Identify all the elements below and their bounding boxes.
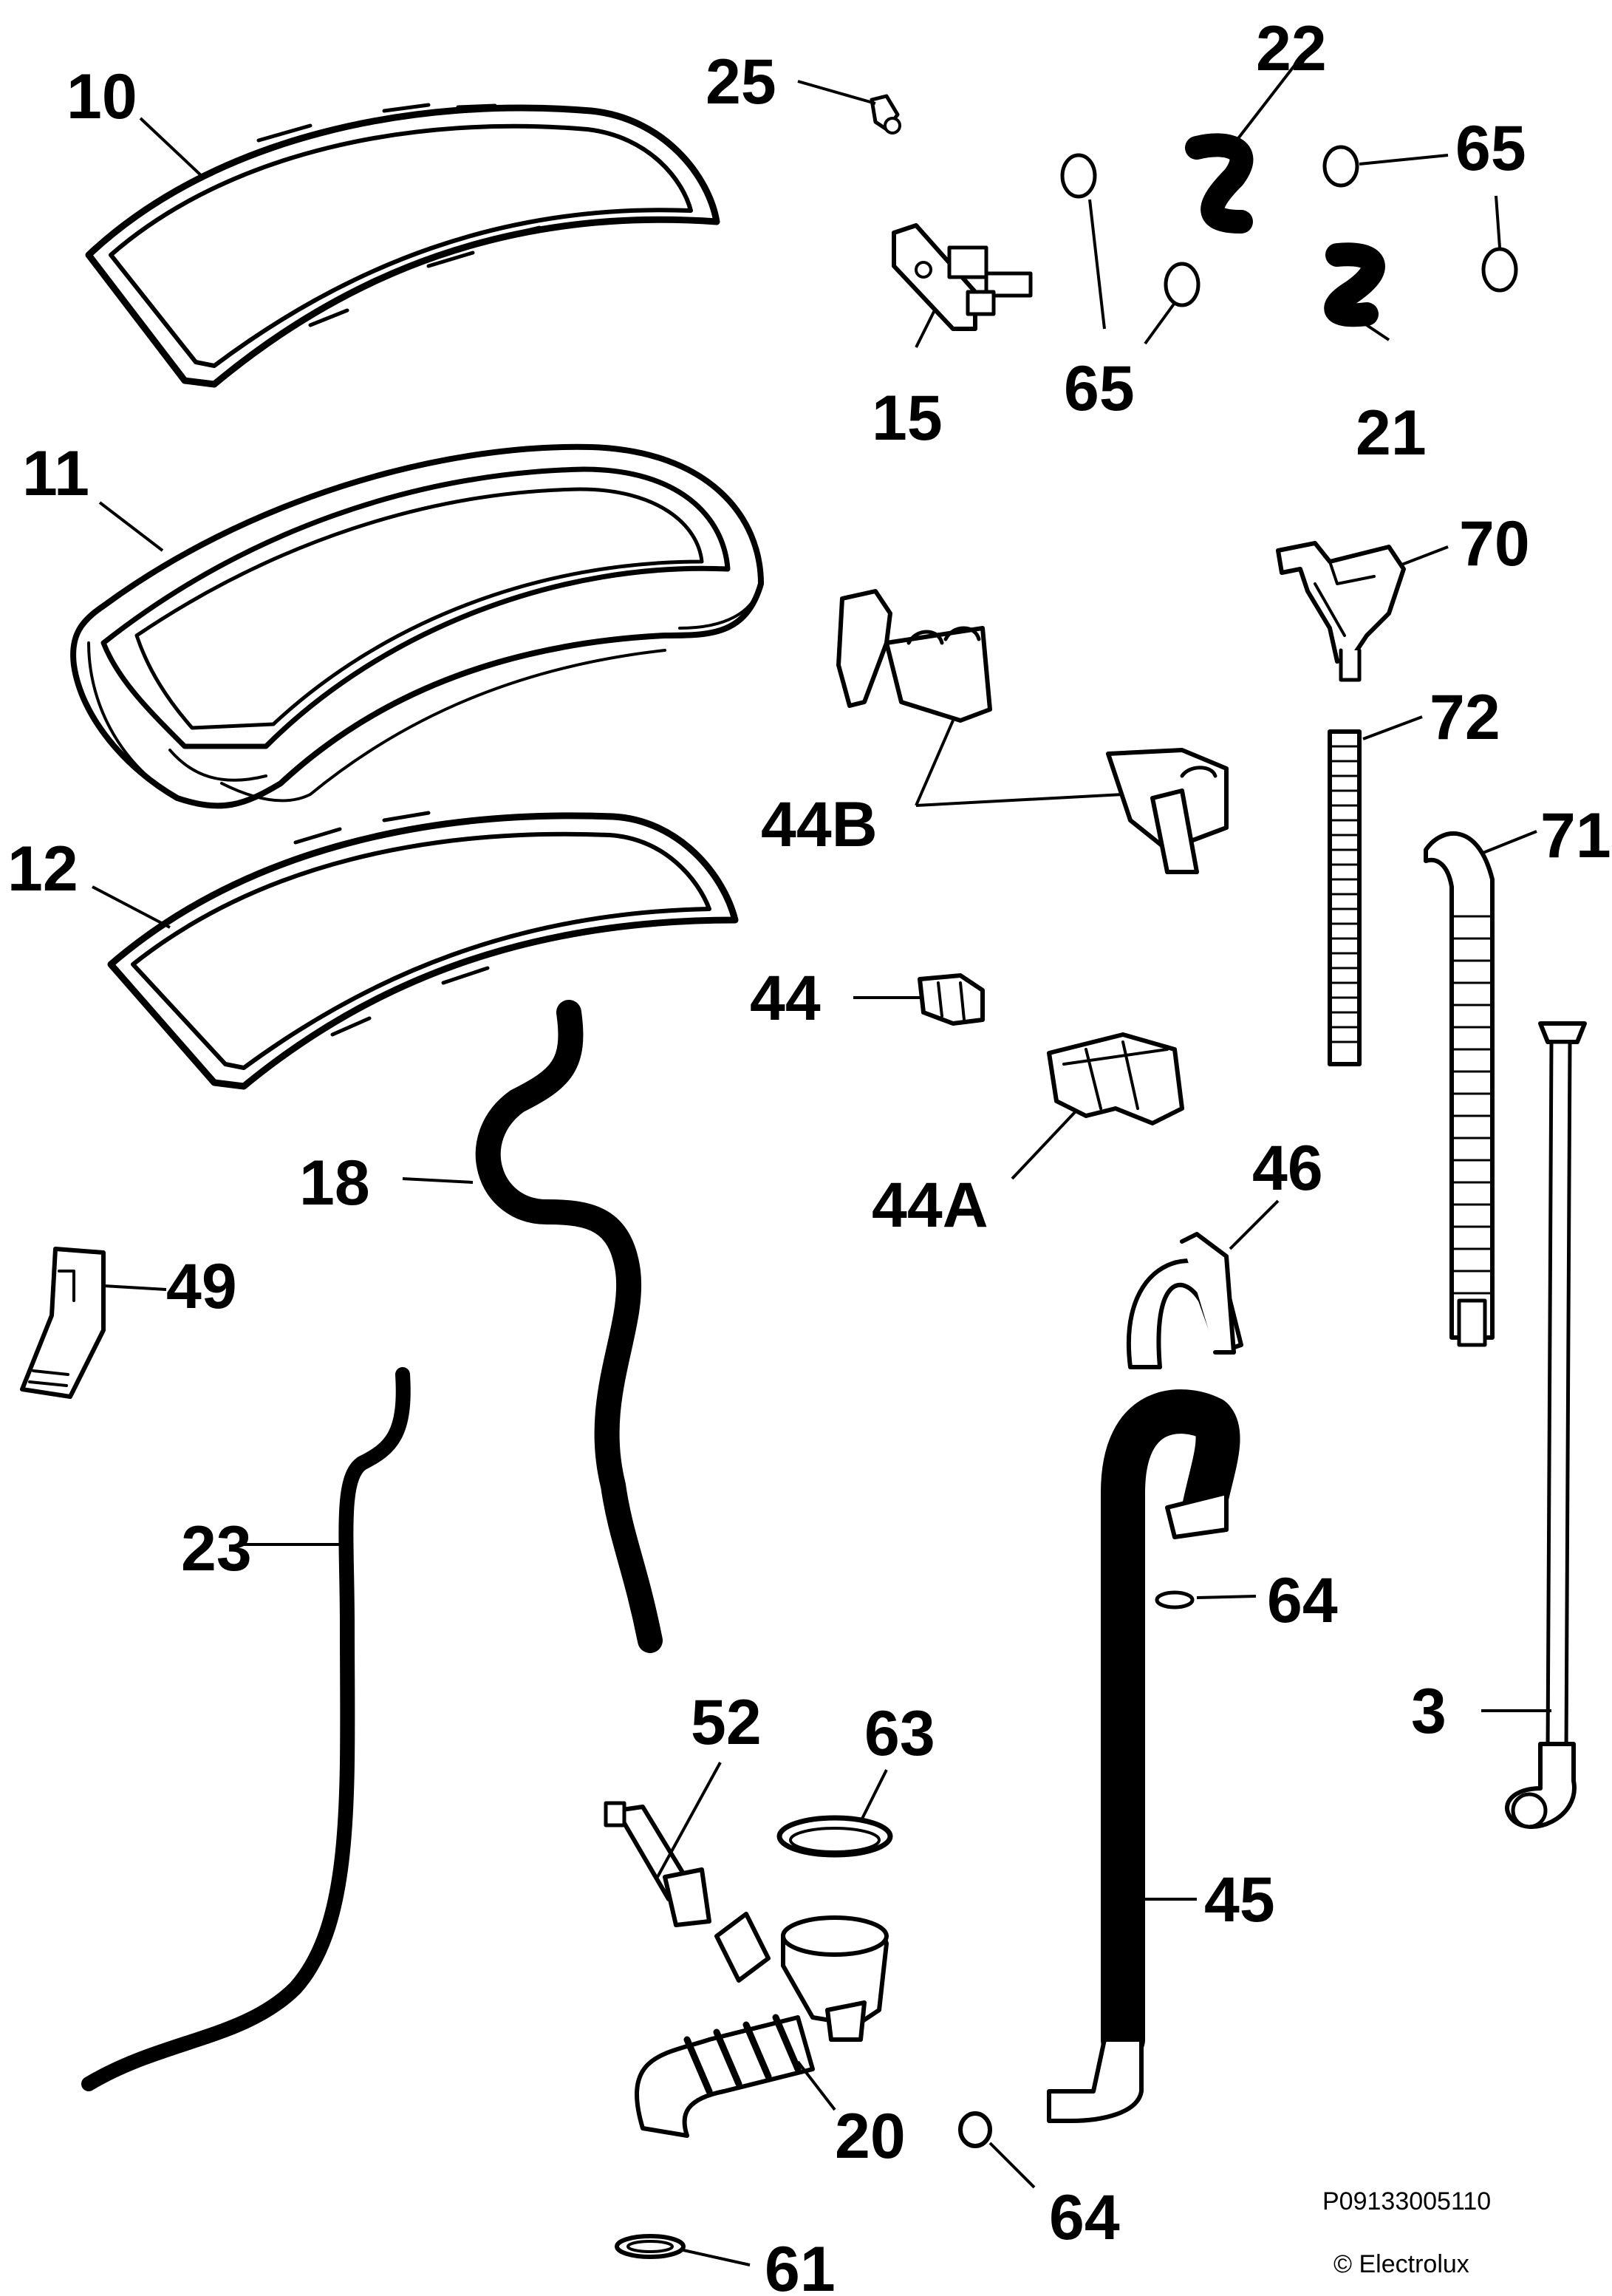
label-11: 11 bbox=[22, 438, 89, 509]
part-11-door-frame bbox=[70, 443, 764, 809]
part-70-pressure-chamber bbox=[1276, 541, 1406, 682]
label-44A: 44A bbox=[872, 1170, 988, 1241]
part-10-door-seal-ring bbox=[85, 103, 720, 388]
drawing-code: P09133005110 bbox=[1322, 2187, 1491, 2215]
part-65-clamps bbox=[1060, 145, 1518, 307]
part-49-filter-cover bbox=[20, 1247, 106, 1399]
label-21: 21 bbox=[1356, 398, 1427, 469]
part-12-inner-seal-ring bbox=[107, 811, 739, 1090]
label-12: 12 bbox=[7, 834, 78, 905]
label-71: 71 bbox=[1540, 800, 1611, 871]
label-20: 20 bbox=[835, 2101, 906, 2172]
part-45-drain-hose bbox=[1047, 1389, 1240, 2123]
label-45: 45 bbox=[1204, 1864, 1275, 1935]
copyright-notice: © Electrolux bbox=[1333, 2250, 1469, 2278]
part-15-inlet-valve bbox=[892, 223, 1033, 331]
part-46-hose-guide bbox=[1127, 1232, 1243, 1369]
part-23-hose bbox=[81, 1367, 411, 2091]
label-46: 46 bbox=[1252, 1133, 1323, 1204]
label-23: 23 bbox=[181, 1513, 252, 1584]
label-3: 3 bbox=[1411, 1676, 1447, 1747]
part-71-hose bbox=[1424, 831, 1495, 1347]
label-61: 61 bbox=[765, 2234, 836, 2296]
label-44: 44 bbox=[750, 963, 821, 1034]
part-18-hose bbox=[475, 1000, 663, 1653]
label-25: 25 bbox=[706, 47, 776, 117]
label-65-middle: 65 bbox=[1064, 353, 1135, 424]
caption: P09133005110 © Electrolux bbox=[1322, 2187, 1491, 2278]
label-64-lower: 64 bbox=[1049, 2182, 1120, 2253]
part-3-rod bbox=[1505, 1021, 1587, 1829]
label-44B: 44B bbox=[761, 789, 878, 860]
label-70: 70 bbox=[1459, 508, 1530, 579]
label-49: 49 bbox=[166, 1251, 237, 1322]
label-63: 63 bbox=[864, 1698, 935, 1769]
part-61-clamp bbox=[615, 2234, 686, 2259]
part-25-screw bbox=[870, 94, 901, 134]
leader-lines bbox=[92, 61, 1551, 2266]
part-21-elbow-hose bbox=[1324, 242, 1385, 327]
part-64-clamp-upper bbox=[1155, 1590, 1195, 1609]
label-22: 22 bbox=[1256, 13, 1327, 84]
callout-labels: 10 11 12 25 22 65 65 15 21 70 72 71 44B … bbox=[7, 13, 1611, 2296]
part-44-clip bbox=[918, 973, 985, 1026]
part-22-elbow-hose bbox=[1185, 133, 1254, 234]
part-20-sump-pipe bbox=[635, 1912, 889, 2138]
label-72: 72 bbox=[1430, 682, 1500, 753]
part-44A-clip bbox=[1047, 1032, 1184, 1125]
part-64-clamp-lower bbox=[958, 2111, 992, 2148]
label-15: 15 bbox=[872, 383, 943, 454]
label-64-upper: 64 bbox=[1267, 1565, 1338, 1636]
label-65-top-right: 65 bbox=[1455, 113, 1526, 184]
part-44B-hose-holders bbox=[836, 589, 1229, 874]
part-63-clamp bbox=[776, 1815, 893, 1858]
label-52: 52 bbox=[691, 1687, 762, 1758]
label-10: 10 bbox=[66, 61, 137, 132]
part-72-corrugated-tube bbox=[1328, 729, 1362, 1066]
part-52-pipe bbox=[604, 1801, 711, 1927]
label-18: 18 bbox=[299, 1148, 370, 1219]
